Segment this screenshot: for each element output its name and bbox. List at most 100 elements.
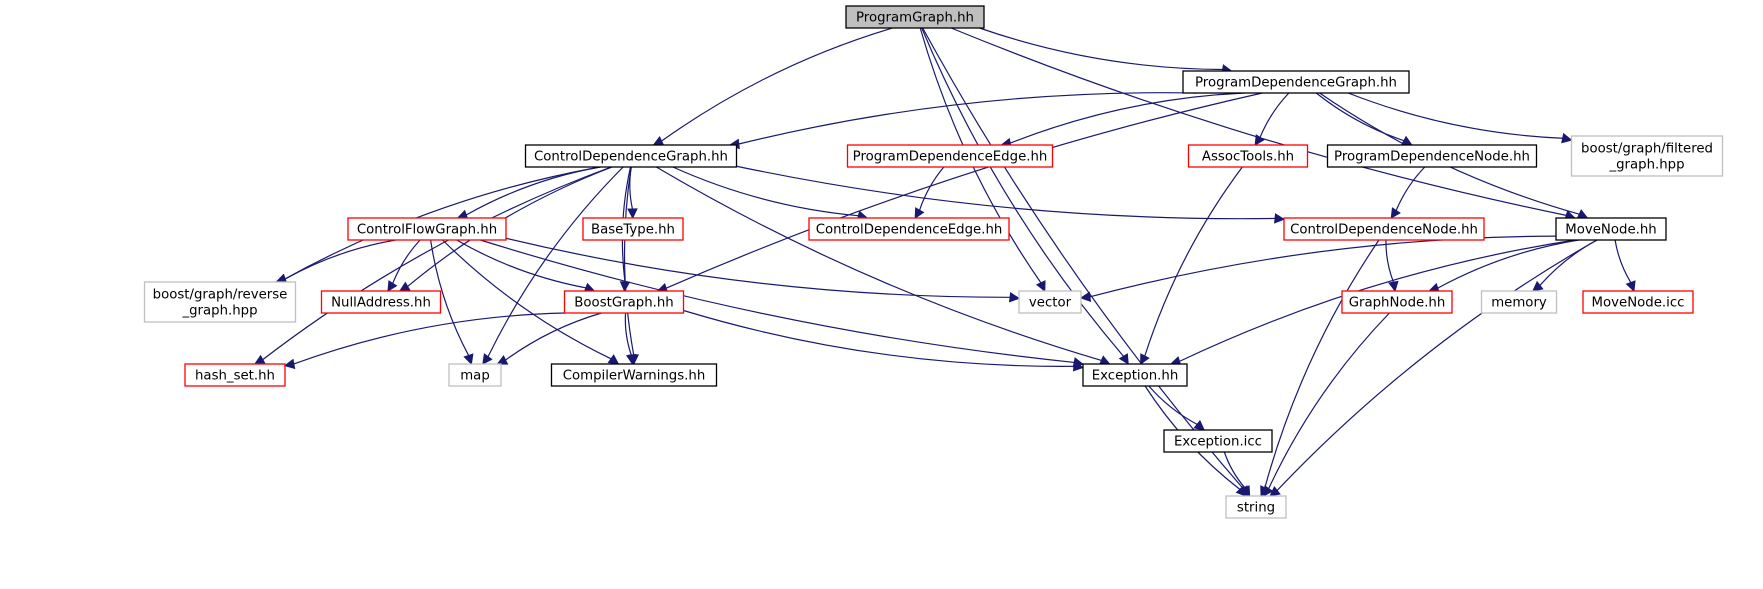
edge-arrowhead xyxy=(387,280,398,292)
edge-line xyxy=(1148,385,1198,425)
edge-line xyxy=(1539,239,1598,286)
node-pdedge[interactable]: ProgramDependenceEdge.hh xyxy=(846,144,1054,168)
edge-pdg-to-boostgraph xyxy=(656,92,1263,294)
node-cfg[interactable]: ControlFlowGraph.hh xyxy=(347,217,507,241)
edge-line xyxy=(1144,166,1243,357)
node-exceptionicc[interactable]: Exception.icc xyxy=(1163,429,1273,453)
node-filtered[interactable]: boost/graph/filtered_graph.hpp xyxy=(1570,135,1724,177)
node-label: NullAddress.hh xyxy=(331,296,431,311)
node-box xyxy=(143,281,297,323)
node-vector[interactable]: vector xyxy=(1018,290,1082,314)
edge-boostgraph-to-compwarn xyxy=(624,312,637,366)
edge-arrowhead xyxy=(1118,353,1129,365)
edge-line xyxy=(1010,92,1245,144)
node-box xyxy=(1326,144,1538,168)
node-nulladdr[interactable]: NullAddress.hh xyxy=(320,290,442,314)
node-memory[interactable]: memory xyxy=(1480,290,1558,314)
node-cdedge[interactable]: ControlDependenceEdge.hh xyxy=(808,217,1010,241)
edge-line xyxy=(1268,312,1390,489)
node-boostgraph[interactable]: BoostGraph.hh xyxy=(563,290,685,314)
edge-line xyxy=(922,27,1244,490)
node-label: MoveNode.hh xyxy=(1565,223,1656,238)
edge-arrowhead xyxy=(482,353,493,365)
edge-line xyxy=(950,27,1567,216)
edge-arrowhead xyxy=(463,353,474,366)
node-pdnode[interactable]: ProgramDependenceNode.hh xyxy=(1326,144,1538,168)
node-label: ProgramGraph.hh xyxy=(856,11,974,26)
edge-line xyxy=(430,239,470,356)
node-pdg[interactable]: ProgramDependenceGraph.hh xyxy=(1182,70,1410,94)
edge-arrowhead xyxy=(1625,280,1636,293)
nodes-layer: ProgramGraph.hhProgramDependenceGraph.hh… xyxy=(143,5,1724,519)
node-box xyxy=(845,5,985,29)
edge-arrowhead xyxy=(253,354,266,365)
node-box xyxy=(320,290,442,314)
node-label: boost/graph/reverse xyxy=(153,288,288,303)
edge-movenode-to-vector xyxy=(1079,235,1557,303)
edge-programgraph-to-cdg xyxy=(652,27,893,146)
edge-arrowhead xyxy=(1531,280,1544,292)
node-label: _graph.hpp xyxy=(1608,158,1684,173)
node-hashset[interactable]: hash_set.hh xyxy=(184,363,286,387)
node-programgraph[interactable]: ProgramGraph.hh xyxy=(845,5,985,29)
edge-arrowhead xyxy=(1388,280,1399,293)
edge-pdg-to-pdedge xyxy=(1000,92,1245,149)
node-label: CompilerWarnings.hh xyxy=(563,369,706,384)
edge-arrowhead xyxy=(1079,291,1092,303)
node-movenode[interactable]: MoveNode.hh xyxy=(1555,217,1667,241)
edge-line xyxy=(505,312,602,361)
edge-line xyxy=(624,312,632,356)
edge-line xyxy=(1089,235,1557,298)
edge-arrowhead xyxy=(1240,485,1251,497)
edge-cfg-to-nulladdr xyxy=(387,239,421,292)
node-label: boost/graph/filtered xyxy=(1581,142,1713,157)
edge-programgraph-to-pdg xyxy=(979,27,1233,75)
edge-line xyxy=(1259,92,1290,138)
node-label: BaseType.hh xyxy=(591,223,675,238)
edge-line xyxy=(293,312,566,365)
edge-line xyxy=(1315,92,1405,142)
node-cdnode[interactable]: ControlDependenceNode.hh xyxy=(1283,217,1485,241)
edge-line xyxy=(736,165,1276,220)
edge-pdg-to-assoc xyxy=(1254,92,1290,146)
edge-arrowhead xyxy=(1035,280,1046,293)
node-compwarn[interactable]: CompilerWarnings.hh xyxy=(550,363,718,387)
node-exception[interactable]: Exception.hh xyxy=(1082,363,1188,387)
edge-arrowhead xyxy=(283,358,296,370)
node-box xyxy=(1555,217,1667,241)
node-box xyxy=(808,217,1010,241)
edge-arrowhead xyxy=(1576,209,1589,219)
edge-pdg-to-filtered xyxy=(1347,92,1573,144)
node-box xyxy=(1480,290,1558,314)
edge-line xyxy=(1437,239,1579,289)
node-basetype[interactable]: BaseType.hh xyxy=(582,217,684,241)
edge-line xyxy=(919,166,945,211)
node-string[interactable]: string xyxy=(1225,495,1287,519)
node-reverse[interactable]: boost/graph/reverse_graph.hpp xyxy=(143,281,297,323)
node-box xyxy=(1163,429,1273,453)
edge-line xyxy=(623,166,635,356)
node-box xyxy=(1187,144,1309,168)
edge-arrowhead xyxy=(1274,213,1286,224)
node-movenodeicc[interactable]: MoveNode.icc xyxy=(1582,290,1694,314)
edge-line xyxy=(979,27,1223,71)
node-box xyxy=(1182,70,1410,94)
node-label: Exception.hh xyxy=(1092,369,1179,384)
node-map[interactable]: map xyxy=(448,363,502,387)
node-label: ProgramDependenceGraph.hh xyxy=(1195,76,1397,91)
node-label: Exception.icc xyxy=(1174,435,1262,450)
edge-line xyxy=(284,166,601,280)
edge-line xyxy=(1385,239,1395,283)
node-cdg[interactable]: ControlDependenceGraph.hh xyxy=(524,144,738,168)
edge-line xyxy=(284,239,396,280)
edge-cfg-to-compwarn xyxy=(442,239,620,365)
edge-line xyxy=(665,92,1263,289)
node-assoc[interactable]: AssocTools.hh xyxy=(1187,144,1309,168)
node-box xyxy=(550,363,718,387)
edge-line xyxy=(1395,166,1426,211)
edge-pdg-to-cdg xyxy=(728,92,1198,150)
edge-boostgraph-to-exception xyxy=(683,309,1085,372)
edge-arrowhead xyxy=(496,355,509,365)
edge-cdg-to-map xyxy=(482,166,624,365)
node-graphnode[interactable]: GraphNode.hh xyxy=(1341,290,1453,314)
